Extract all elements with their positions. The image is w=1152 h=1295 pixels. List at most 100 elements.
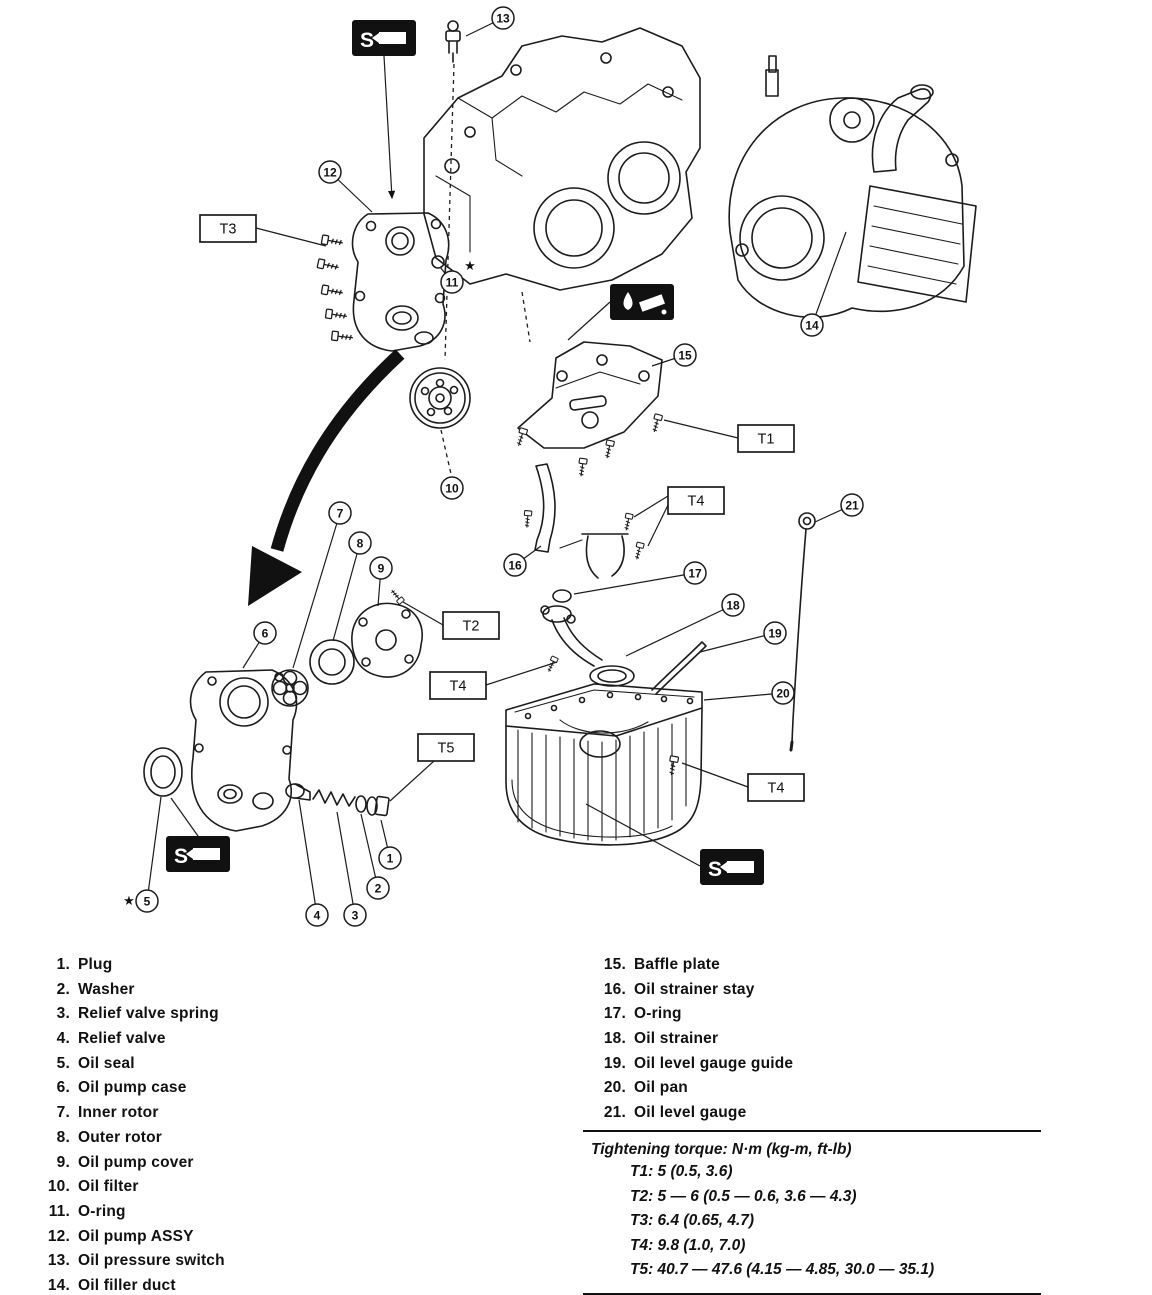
part-item: 21.Oil level gauge (592, 1104, 1052, 1129)
callout-8: 8 (332, 531, 372, 642)
svg-text:14: 14 (805, 319, 819, 333)
part-item: 6. Oil pump case (36, 1079, 466, 1104)
part-item: 14. Oil filler duct (36, 1277, 466, 1295)
sealant-symbol-4: S (585, 803, 764, 885)
part-name: Oil pump ASSY (78, 1227, 194, 1245)
part-number: 9. (56, 1153, 70, 1171)
svg-text:4: 4 (314, 909, 321, 923)
part-item: 18. Oil strainer (592, 1030, 1052, 1055)
svg-text:3: 3 (352, 909, 359, 923)
baffle-plate-art (517, 341, 663, 449)
part-item: 2.Washer (36, 981, 466, 1006)
svg-text:17: 17 (688, 567, 702, 581)
oil-pump-assy-art (351, 212, 450, 352)
part-name: Oil filler duct (78, 1276, 176, 1294)
switch-axis-dashed-line (444, 63, 455, 361)
part-name: Relief valve spring (78, 1005, 219, 1023)
diagram-overlay: T3T1T4T2T4T5T4SSS12345★67891011★12131415… (123, 6, 864, 927)
callout-4: 4 (298, 799, 329, 927)
part-number: 17. (603, 1005, 626, 1023)
callout-12: 12 (318, 160, 373, 213)
part-name: Oil seal (78, 1054, 135, 1072)
callout-7: 7 (292, 501, 352, 669)
callout-15: 15 (651, 343, 697, 367)
part-number: 5. (56, 1054, 70, 1072)
sealant-symbol-2 (567, 284, 674, 341)
part-name: Relief valve (78, 1030, 166, 1048)
part-number: 20. (603, 1079, 626, 1097)
part-item: 4. Relief valve (36, 1030, 466, 1055)
part-number: 18. (603, 1030, 626, 1048)
torque-table-title: Tightening torque: N·m (kg-m, ft-lb) (591, 1141, 852, 1158)
svg-text:18: 18 (726, 599, 740, 613)
svg-text:6: 6 (262, 627, 269, 641)
torque-box-t4-2: T4 (633, 486, 725, 547)
part-item: 10.Oil filter (36, 1178, 466, 1203)
part-number: 6. (56, 1079, 70, 1097)
oil-level-gauge-art (789, 512, 816, 752)
outer-rotor-art (309, 639, 355, 685)
oil-pan-art (505, 683, 703, 846)
torque-box-t4-4: T4 (429, 661, 558, 700)
part-name: Baffle plate (634, 956, 720, 973)
svg-text:9: 9 (378, 562, 385, 576)
part-number: 8. (56, 1128, 70, 1146)
torque-box-t5-5: T5 (389, 733, 475, 802)
part-name: O-ring (634, 1005, 682, 1023)
oil-pressure-switch-art (445, 20, 461, 63)
torque-row: T3: 6.4 (0.65, 4.7) (630, 1212, 755, 1229)
svg-text:11: 11 (446, 276, 459, 290)
svg-text:2: 2 (375, 882, 382, 896)
callout-10: 10 (440, 476, 464, 500)
part-name: O-ring (78, 1202, 126, 1220)
part-name: Oil pump case (78, 1079, 187, 1097)
callout-20: 20 (703, 681, 795, 705)
svg-text:T4: T4 (768, 781, 785, 797)
callout-11: 11 ★ (439, 258, 476, 294)
block-baffle-dashed-line (521, 291, 531, 343)
torque-box-t3-0: T3 (199, 214, 327, 247)
part-item: 15.Baffle plate (592, 956, 1052, 981)
svg-text:16: 16 (508, 559, 522, 573)
part-number: 21. (603, 1104, 626, 1122)
callout-13: 13 (465, 6, 515, 37)
part-name: Oil pan (634, 1079, 688, 1097)
part-item: 17. O-ring (592, 1005, 1052, 1030)
torque-table-rule (583, 1292, 1041, 1295)
callout-17: 17 (573, 561, 707, 595)
torque-row: T4: 9.8 (1.0, 7.0) (630, 1236, 746, 1254)
part-name: Oil pressure switch (78, 1252, 225, 1270)
part-number: 4. (56, 1030, 70, 1048)
torque-row: T2: 5 — 6 (0.5 — 0.6, 3.6 — 4.3) (630, 1187, 857, 1205)
sealant-symbol-3: S (166, 797, 230, 872)
part-number: 7. (56, 1104, 70, 1122)
part-number: 14. (47, 1276, 70, 1294)
pan-bolt-art (666, 755, 680, 777)
svg-text:S: S (708, 858, 722, 881)
callout-9: 9 (369, 556, 393, 607)
oil-seal-art (143, 747, 183, 797)
torque-row: T5: 40.7 — 47.6 (4.15 — 4.85, 30.0 — 35.… (630, 1261, 935, 1278)
svg-text:20: 20 (776, 687, 790, 701)
part-number: 13. (47, 1252, 70, 1270)
part-name: Washer (78, 980, 135, 998)
inner-rotor-art (271, 669, 309, 707)
part-name: Oil level gauge guide (634, 1054, 794, 1072)
part-name: Oil strainer (634, 1030, 719, 1048)
callout-6: 6 (242, 621, 277, 669)
star-mark: ★ (464, 258, 476, 273)
part-number: 10. (47, 1178, 70, 1196)
svg-text:T3: T3 (220, 222, 237, 238)
callout-1: 1 (378, 819, 402, 870)
pump-mount-bolts-art (316, 234, 355, 343)
sealant-symbol-1: S (352, 20, 416, 200)
callout-3: 3 (336, 811, 367, 927)
svg-text:8: 8 (357, 537, 364, 551)
svg-text:T4: T4 (450, 679, 467, 695)
svg-text:10: 10 (445, 482, 459, 496)
exploded-view-arrow (248, 349, 405, 606)
svg-text:1: 1 (387, 852, 394, 866)
